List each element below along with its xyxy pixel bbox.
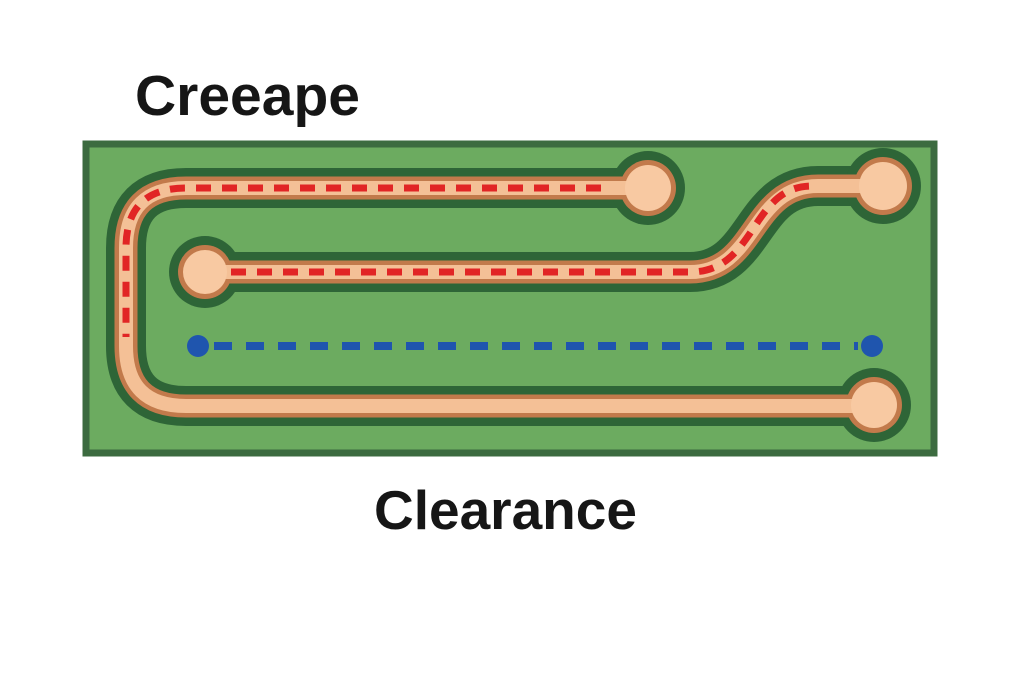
pad-core [851, 382, 897, 428]
pad-core-group [183, 162, 907, 428]
pad-core [859, 162, 907, 210]
pad-core [625, 165, 671, 211]
pad-core [183, 250, 227, 294]
clearance-endpoint-left [187, 335, 209, 357]
creepage-path-group [122, 182, 813, 337]
creepage-path-middle [231, 182, 813, 276]
clearance-endpoint-right [861, 335, 883, 357]
creepage-label: Creeape [135, 64, 360, 128]
creepage-path-upper [122, 184, 601, 337]
clearance-label: Clearance [374, 479, 637, 541]
